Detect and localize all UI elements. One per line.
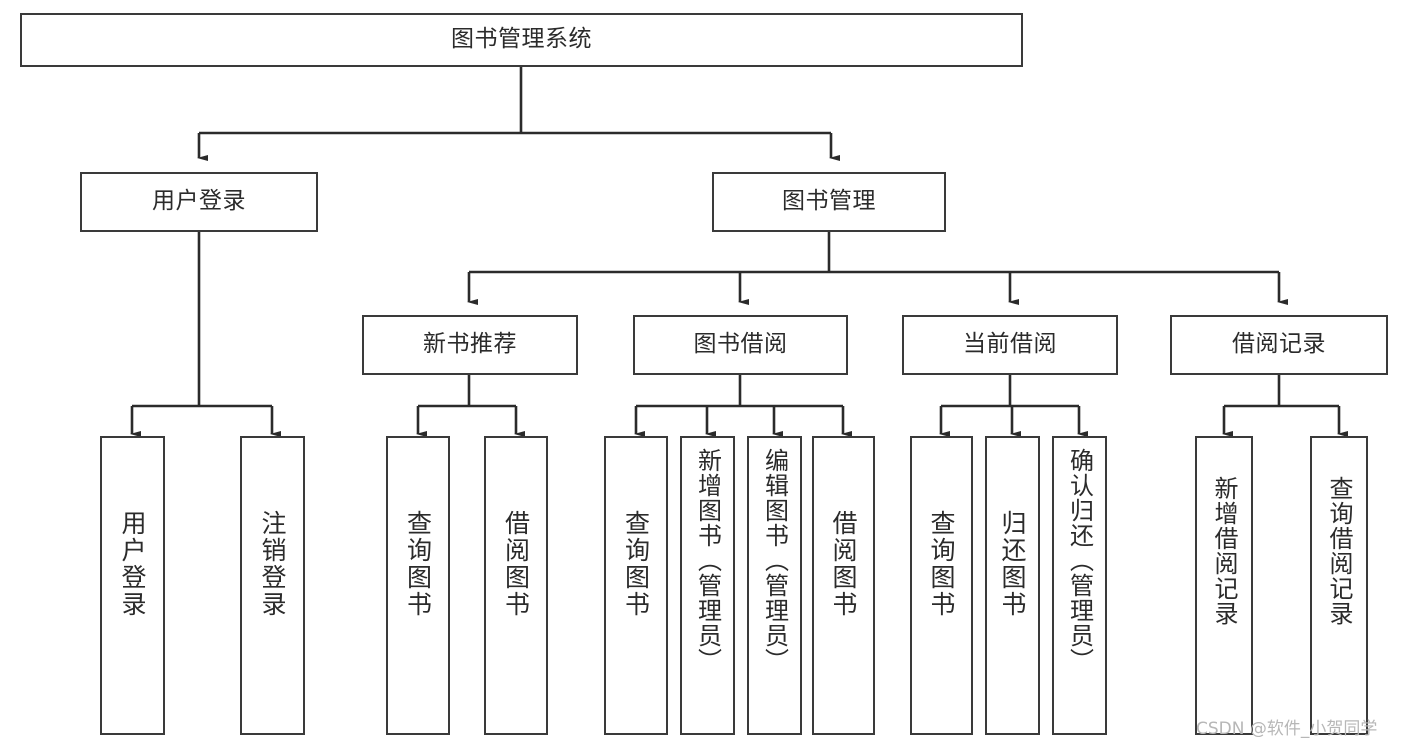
node-new-book-recommend-label: 新书推荐 <box>423 331 517 358</box>
node-book-borrow[interactable]: 图书借阅 <box>633 315 848 375</box>
node-leaf-user-logout-label: 注销登录 <box>258 510 287 618</box>
node-leaf-borrow-book-2-label: 借阅图书 <box>829 510 858 618</box>
node-leaf-return-book[interactable]: 归还图书 <box>985 436 1040 735</box>
node-leaf-query-book-3[interactable]: 查询图书 <box>910 436 973 735</box>
node-user-login[interactable]: 用户登录 <box>80 172 318 232</box>
node-leaf-borrow-book-1[interactable]: 借阅图书 <box>484 436 548 735</box>
node-borrow-record-label: 借阅记录 <box>1232 331 1326 358</box>
node-leaf-borrow-book-1-label: 借阅图书 <box>501 510 531 618</box>
node-leaf-add-record-label: 新增借阅记录 <box>1210 476 1238 626</box>
node-leaf-borrow-book-2[interactable]: 借阅图书 <box>812 436 875 735</box>
node-root[interactable]: 图书管理系统 <box>20 13 1023 67</box>
node-leaf-user-login[interactable]: 用户登录 <box>100 436 165 735</box>
node-user-login-label: 用户登录 <box>152 188 246 215</box>
node-leaf-add-book[interactable]: 新增图书（管理员） <box>680 436 735 735</box>
node-new-book-recommend[interactable]: 新书推荐 <box>362 315 578 375</box>
node-leaf-query-book-3-label: 查询图书 <box>927 510 956 618</box>
node-leaf-user-logout[interactable]: 注销登录 <box>240 436 305 735</box>
node-leaf-edit-book[interactable]: 编辑图书（管理员） <box>747 436 802 735</box>
node-book-manage[interactable]: 图书管理 <box>712 172 946 232</box>
node-borrow-record[interactable]: 借阅记录 <box>1170 315 1388 375</box>
node-leaf-confirm-return[interactable]: 确认归还（管理员） <box>1052 436 1107 735</box>
node-leaf-return-book-label: 归还图书 <box>998 510 1027 618</box>
node-current-borrow[interactable]: 当前借阅 <box>902 315 1118 375</box>
node-leaf-query-book-2-label: 查询图书 <box>621 510 651 618</box>
node-book-borrow-label: 图书借阅 <box>693 331 788 358</box>
node-leaf-query-book-1-label: 查询图书 <box>403 510 433 618</box>
node-leaf-query-record[interactable]: 查询借阅记录 <box>1310 436 1368 735</box>
node-leaf-query-record-label: 查询借阅记录 <box>1325 476 1353 626</box>
node-current-borrow-label: 当前借阅 <box>963 331 1057 358</box>
node-book-manage-label: 图书管理 <box>782 188 876 215</box>
node-leaf-query-book-1[interactable]: 查询图书 <box>386 436 450 735</box>
node-leaf-edit-book-label: 编辑图书（管理员） <box>760 448 789 673</box>
node-leaf-confirm-return-label: 确认归还（管理员） <box>1065 448 1094 673</box>
node-leaf-user-login-label: 用户登录 <box>118 510 147 618</box>
node-leaf-add-record[interactable]: 新增借阅记录 <box>1195 436 1253 735</box>
node-leaf-add-book-label: 新增图书（管理员） <box>693 448 722 673</box>
node-root-label: 图书管理系统 <box>451 26 592 53</box>
node-leaf-query-book-2[interactable]: 查询图书 <box>604 436 668 735</box>
watermark: CSDN @软件_小贺同学 <box>1196 719 1378 739</box>
